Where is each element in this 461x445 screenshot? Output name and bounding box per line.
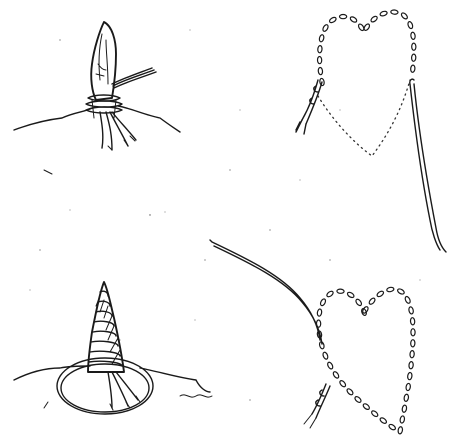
bead <box>326 290 334 298</box>
bead <box>386 287 394 292</box>
ground-line-2 <box>14 366 210 392</box>
bead <box>319 34 325 42</box>
incoming-cord <box>210 240 322 344</box>
bead <box>410 65 415 73</box>
left-cord <box>302 80 322 124</box>
bead <box>398 426 403 434</box>
finished-cords <box>108 372 138 408</box>
bead <box>322 24 329 32</box>
bead <box>317 56 321 63</box>
bead <box>317 45 322 53</box>
panel-stitched-heart <box>210 240 415 434</box>
bead <box>411 329 415 336</box>
bead <box>410 350 415 357</box>
bead <box>376 290 384 298</box>
bead <box>362 403 370 411</box>
bead <box>371 410 379 418</box>
bead <box>391 10 399 15</box>
bead <box>412 43 416 50</box>
cord-right <box>112 68 156 88</box>
bud-shape <box>91 22 116 100</box>
bud-shading <box>96 34 108 84</box>
bead <box>411 340 415 347</box>
bead <box>332 371 340 379</box>
bead <box>329 16 337 23</box>
bead <box>407 21 413 29</box>
bead <box>380 10 388 16</box>
bead <box>404 394 409 402</box>
stitched-heart-beads <box>316 287 415 434</box>
bead <box>400 12 408 20</box>
bead <box>337 289 344 294</box>
panel-wrapped-stem-start <box>14 22 180 174</box>
dangling-cord <box>312 384 330 418</box>
bead <box>410 318 415 326</box>
right-long-cord <box>410 79 446 252</box>
bead <box>327 361 334 369</box>
bead <box>319 298 326 306</box>
panel-dotted-heart-outline <box>296 10 446 252</box>
bead <box>397 288 405 295</box>
bead <box>407 372 412 380</box>
bead <box>370 15 378 23</box>
bead <box>368 297 376 305</box>
bead <box>318 67 323 75</box>
panel-wrapped-stem-finished <box>14 282 212 414</box>
bead <box>355 298 363 306</box>
bead <box>316 320 320 327</box>
ground-line <box>14 106 180 132</box>
heart-outline-beads <box>317 10 416 86</box>
bead <box>411 54 416 61</box>
bead <box>379 417 387 425</box>
bead <box>354 396 362 404</box>
bead <box>346 388 354 396</box>
bead <box>347 291 355 298</box>
bead <box>404 296 411 304</box>
bead <box>388 423 396 431</box>
bead <box>400 416 405 424</box>
bead <box>409 361 414 369</box>
bead <box>339 14 346 18</box>
heart-lower-dotted <box>318 80 410 156</box>
bead <box>410 32 415 40</box>
base-ring <box>57 358 153 414</box>
bead <box>319 341 325 349</box>
bead <box>317 309 322 317</box>
paper-speckles <box>30 30 421 401</box>
bead <box>322 352 329 360</box>
bead <box>363 23 371 31</box>
bead <box>402 405 407 413</box>
bead <box>406 383 411 391</box>
bead <box>408 306 414 314</box>
hanging-cords <box>100 112 136 150</box>
bead <box>349 16 357 23</box>
bead <box>339 380 347 388</box>
